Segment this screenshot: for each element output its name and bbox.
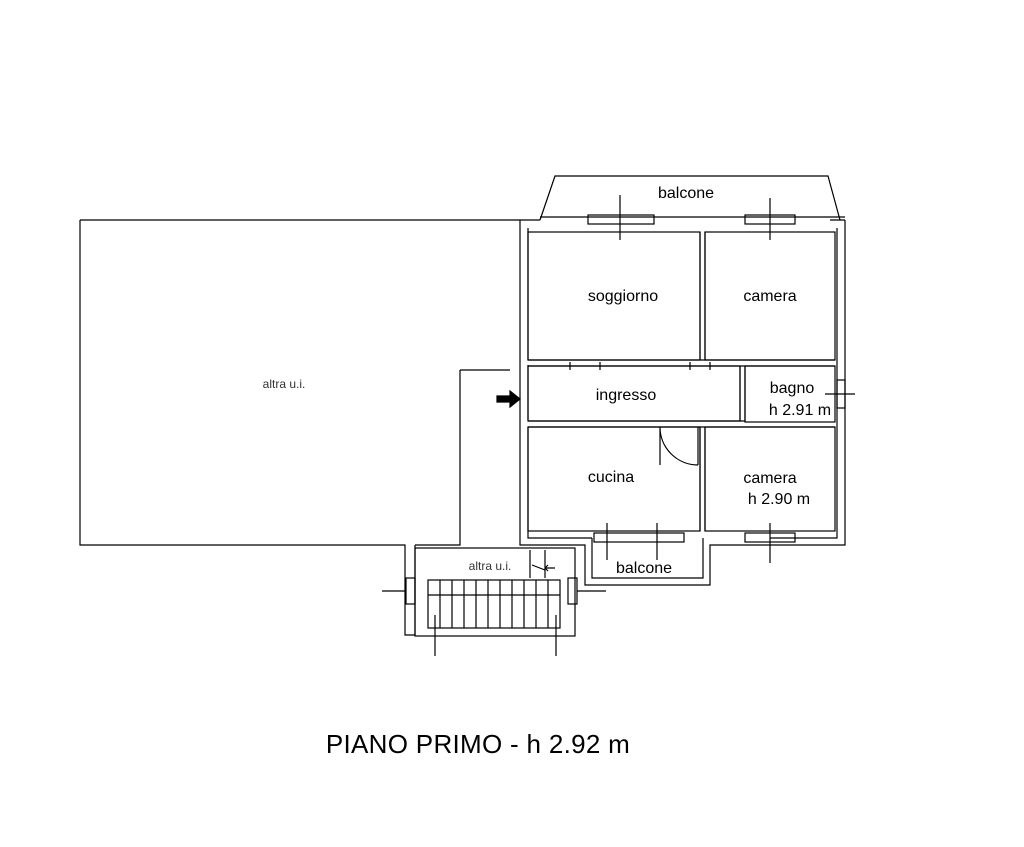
- label-balcone-bottom: balcone: [616, 560, 672, 577]
- entrance-arrow-icon: [496, 389, 521, 409]
- plan-title: PIANO PRIMO - h 2.92 m: [326, 729, 630, 759]
- label-bagno: bagno: [770, 380, 815, 397]
- label-camera-bottom-height: h 2.90 m: [748, 491, 810, 508]
- other-unit-step: [415, 369, 510, 546]
- window-bagno: [825, 379, 855, 409]
- label-altra-ui-large: altra u.i.: [263, 377, 306, 391]
- label-soggiorno: soggiorno: [588, 288, 658, 305]
- windows-bottom: [593, 523, 796, 563]
- label-cucina: cucina: [588, 469, 634, 486]
- staircase: [382, 547, 606, 656]
- windows-top: [587, 195, 796, 240]
- label-altra-ui-small: altra u.i.: [469, 559, 512, 573]
- balcony-top-outline: [539, 175, 845, 221]
- label-balcone-top: balcone: [658, 185, 714, 202]
- label-ingresso: ingresso: [596, 387, 657, 404]
- other-unit-outline: [79, 219, 520, 636]
- label-camera-bottom: camera: [743, 470, 796, 487]
- label-camera-top: camera: [743, 288, 796, 305]
- balcony-bottom-outline: [591, 538, 704, 579]
- label-bagno-height: h 2.91 m: [769, 402, 831, 419]
- door-swing: [659, 426, 699, 466]
